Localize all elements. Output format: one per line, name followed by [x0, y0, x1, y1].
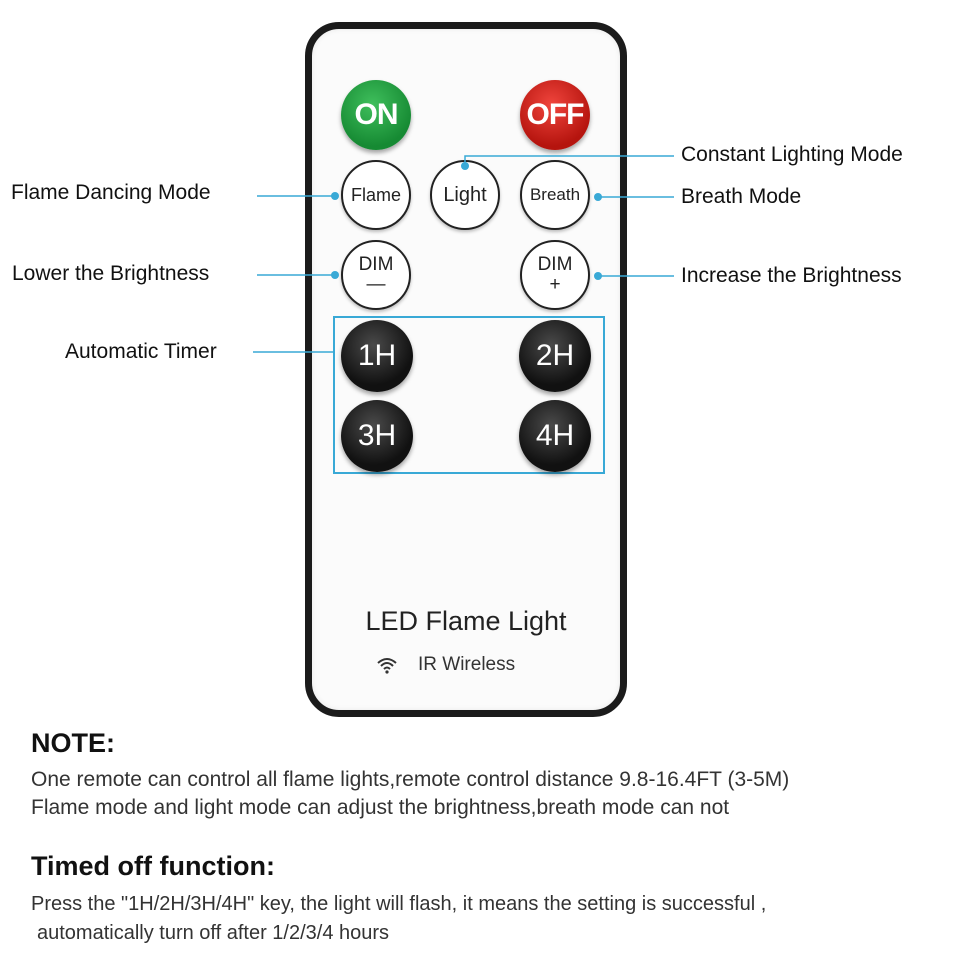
timer-2h-label: 2H — [535, 339, 575, 372]
note-heading: NOTE: — [31, 728, 115, 758]
callout-dot-flame — [331, 192, 339, 200]
timed-off-heading: Timed off function: — [31, 851, 275, 881]
off-button[interactable]: OFF — [520, 80, 590, 150]
callout-line-light — [464, 155, 674, 166]
dim-plus-top: DIM — [537, 254, 573, 275]
wifi-icon — [377, 658, 397, 674]
callout-dot-breath — [594, 193, 602, 201]
wireless-indicator: IR Wireless — [376, 654, 515, 676]
timer-1h-label: 1H — [357, 339, 397, 372]
callout-dot-light — [461, 162, 469, 170]
brand-text: LED Flame Light — [365, 606, 567, 636]
callout-breath-mode: Breath Mode — [681, 185, 802, 208]
callout-increase-brightness: Increase the Brightness — [681, 264, 902, 287]
timer-highlight-box — [333, 316, 605, 474]
timer-1h-button[interactable]: 1H — [341, 320, 413, 392]
on-button-label: ON — [354, 98, 399, 131]
timed-off-line-1: Press the "1H/2H/3H/4H" key, the light w… — [31, 893, 767, 915]
timer-4h-button[interactable]: 4H — [519, 400, 591, 472]
callout-lower-brightness: Lower the Brightness — [12, 262, 210, 285]
callout-constant-lighting: Constant Lighting Mode — [681, 143, 903, 166]
flame-button[interactable]: Flame — [341, 160, 411, 230]
note-line-2: Flame mode and light mode can adjust the… — [31, 796, 730, 819]
timer-3h-label: 3H — [357, 419, 397, 452]
breath-button-label: Breath — [529, 185, 581, 204]
note-line-1: One remote can control all flame lights,… — [31, 768, 790, 791]
dim-plus-button[interactable]: DIM + — [520, 240, 590, 310]
flame-button-label: Flame — [350, 184, 401, 205]
timed-off-line-2: automatically turn off after 1/2/3/4 hou… — [37, 922, 390, 944]
breath-button[interactable]: Breath — [520, 160, 590, 230]
on-button[interactable]: ON — [341, 80, 411, 150]
callout-automatic-timer: Automatic Timer — [65, 340, 217, 363]
callout-dot-dim-minus — [331, 271, 339, 279]
dim-minus-top: DIM — [358, 254, 394, 275]
timer-2h-button[interactable]: 2H — [519, 320, 591, 392]
light-button-label: Light — [443, 183, 487, 206]
callout-dot-dim-plus — [594, 272, 602, 280]
light-button[interactable]: Light — [430, 160, 500, 230]
dim-minus-button[interactable]: DIM — — [341, 240, 411, 310]
dim-plus-sign: + — [549, 274, 561, 295]
timer-3h-button[interactable]: 3H — [341, 400, 413, 472]
timer-4h-label: 4H — [535, 419, 575, 452]
callout-flame-dancing: Flame Dancing Mode — [11, 181, 211, 204]
off-button-label: OFF — [526, 98, 585, 131]
dim-minus-sign: — — [366, 274, 386, 295]
wireless-label: IR Wireless — [418, 654, 516, 675]
